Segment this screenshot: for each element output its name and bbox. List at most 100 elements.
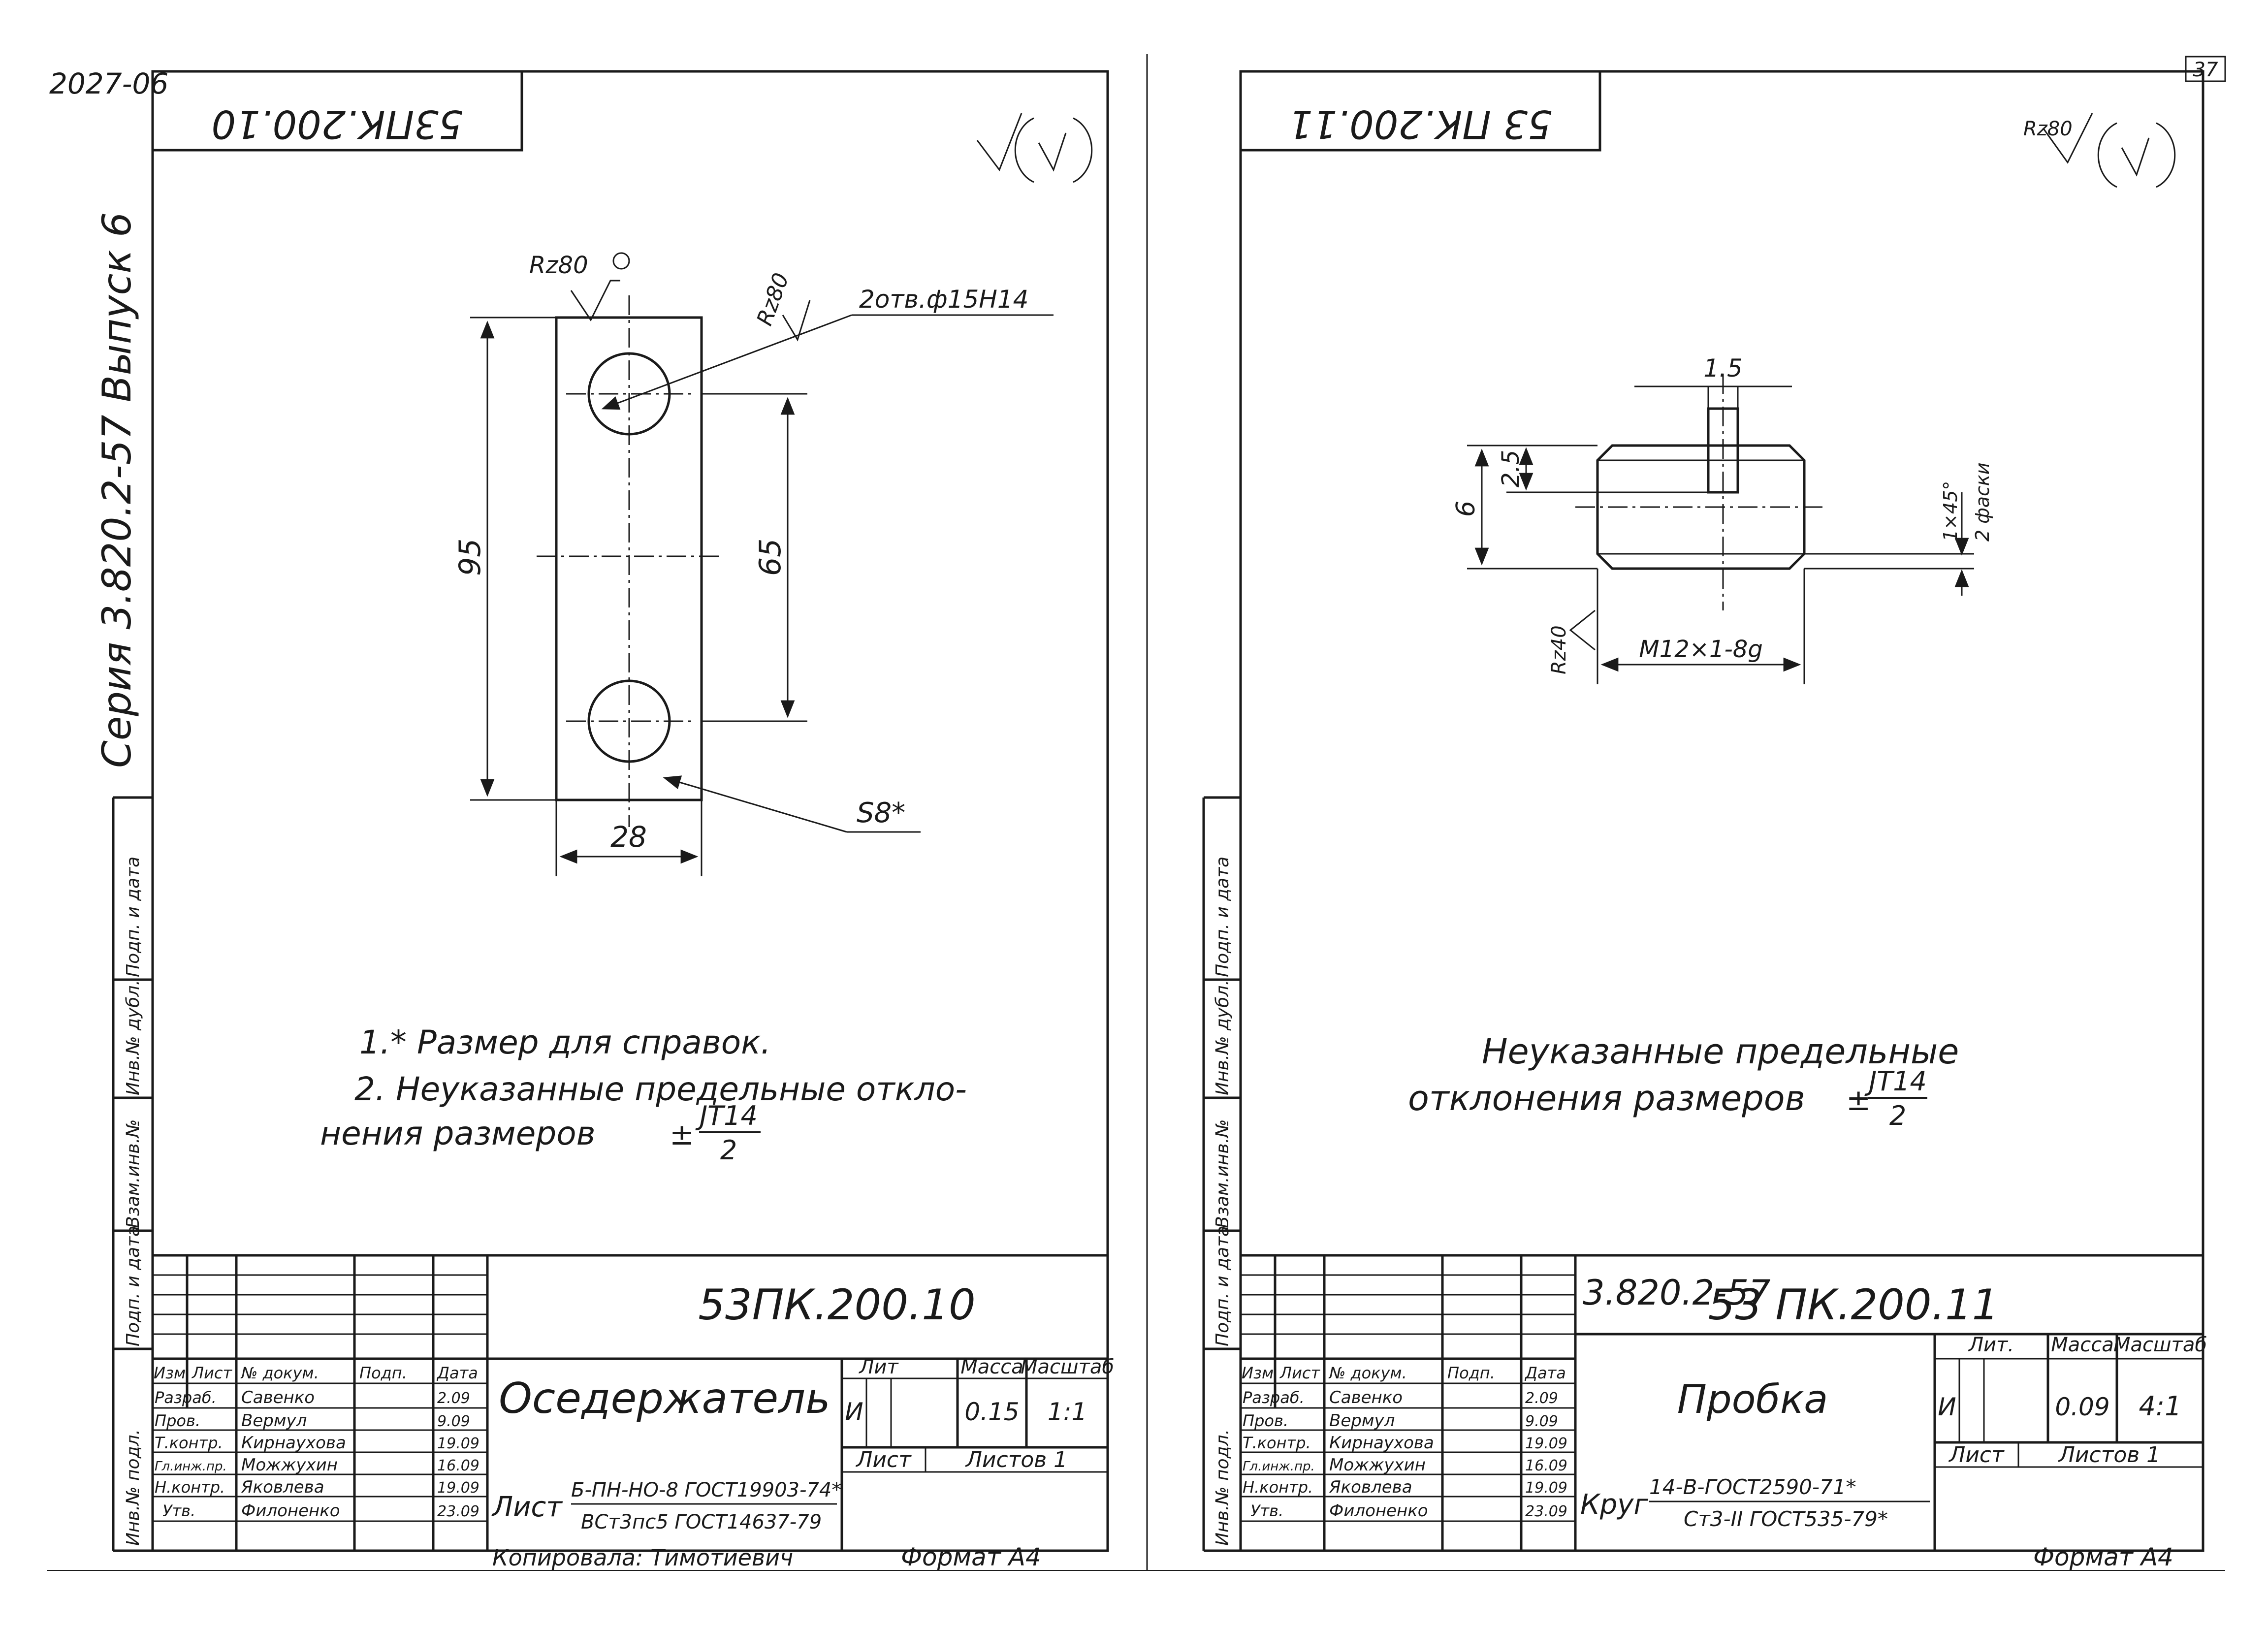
right-series: 3.820.2-57 xyxy=(1583,1273,1771,1313)
note-2a: 2. Неуказанные предельные откло- xyxy=(354,1070,967,1108)
right-part-name: Пробка xyxy=(1677,1376,1828,1422)
note-2b: нения размеров xyxy=(320,1115,596,1152)
right-row-date: 2.09 xyxy=(1525,1390,1558,1407)
right-sheet xyxy=(1202,70,2204,1552)
right-hdr-doc: № докум. xyxy=(1328,1364,1407,1382)
left-material-bottom: ВСт3пс5 ГОСТ14637-79 xyxy=(581,1511,822,1533)
right-tol-den: 2 xyxy=(1889,1100,1906,1131)
left-row-name: Савенко xyxy=(241,1388,315,1407)
right-row-date: 23.09 xyxy=(1525,1503,1567,1520)
right-margin-field: Подп. и дата xyxy=(1213,1226,1233,1346)
note-1: 1.* Размер для справок. xyxy=(359,1023,771,1061)
right-row-role: Н.контр. xyxy=(1243,1478,1313,1497)
right-row-name: Можжухин xyxy=(1329,1455,1426,1475)
right-title-code: 53 ПК.200.11 xyxy=(1708,1280,1999,1330)
right-hdr-sheets: Листов 1 xyxy=(2058,1442,2160,1468)
thickness-label: S8* xyxy=(857,797,905,829)
left-hdr-sheet: Лист xyxy=(855,1447,912,1472)
left-margin-field: Инв.№ дубл. xyxy=(123,980,143,1095)
left-row-date: 9.09 xyxy=(437,1413,470,1430)
chamfer-label: 1×45° xyxy=(1940,481,1961,542)
right-row-role: Утв. xyxy=(1250,1501,1283,1520)
right-tol-num: JT14 xyxy=(1864,1066,1927,1097)
right-row-name: Филоненко xyxy=(1329,1501,1428,1521)
left-part-name: Оседержатель xyxy=(499,1374,831,1423)
left-row-date: 16.09 xyxy=(437,1457,479,1474)
right-mass: 0.09 xyxy=(2055,1393,2109,1421)
left-row-date: 23.09 xyxy=(437,1503,479,1520)
left-hdr-doc: № докум. xyxy=(240,1364,319,1382)
left-lit: И xyxy=(845,1398,863,1426)
left-row-role: Пров. xyxy=(155,1411,200,1430)
right-hdr-mass: Масса xyxy=(2051,1334,2114,1356)
right-material-top: 14-В-ГОСТ2590-71* xyxy=(1649,1475,1856,1499)
left-title-block xyxy=(153,1254,1108,1552)
right-text: 37 53 ПК.200.11 Rz80 Rz40 1.5 2.5 6 1×45… xyxy=(1213,59,2218,1571)
right-row-role: Т.контр. xyxy=(1243,1434,1311,1452)
plug-outline xyxy=(1596,444,1806,570)
right-top-stamp-box xyxy=(1239,70,1601,152)
right-hdr-izm: Изм xyxy=(1242,1364,1274,1382)
left-hdr-mass: Масса xyxy=(960,1356,1023,1378)
right-top-stamp-text: 53 ПК.200.11 xyxy=(1288,101,1552,146)
dim-2-5: 2.5 xyxy=(1497,450,1525,487)
left-side-label: Серия 3.820.2-57 Выпуск 6 xyxy=(94,212,140,768)
left-margin-field: Взам.инв.№ xyxy=(123,1119,143,1228)
right-row-date: 19.09 xyxy=(1525,1479,1567,1497)
left-material-top: Б-ПН-НО-8 ГОСТ19903-74* xyxy=(571,1479,841,1501)
archive-number: 2027-06 xyxy=(49,67,168,100)
right-note-a: Неуказанные предельные xyxy=(1482,1031,1959,1072)
left-tol-den: 2 xyxy=(720,1135,737,1166)
left-margin-field: Подп. и дата xyxy=(123,1226,143,1346)
left-row-role: Утв. xyxy=(162,1501,195,1520)
thread-label: М12×1-8g xyxy=(1639,636,1763,663)
left-row-name: Вермул xyxy=(241,1411,307,1431)
chamfer-count: 2 фаски xyxy=(1972,462,1993,542)
dim-95: 95 xyxy=(453,539,487,576)
right-row-date: 19.09 xyxy=(1525,1435,1567,1452)
left-row-role: Н.контр. xyxy=(155,1478,225,1497)
dim-1-5: 1.5 xyxy=(1703,354,1743,383)
right-row-name: Яковлева xyxy=(1329,1477,1412,1497)
right-frame xyxy=(1239,70,2204,1552)
left-margin-field: Инв.№ подл. xyxy=(123,1429,143,1546)
left-row-date: 19.09 xyxy=(437,1479,479,1497)
left-row-role: Гл.инж.пр. xyxy=(155,1459,227,1474)
right-row-name: Кирнаухова xyxy=(1329,1433,1434,1453)
right-hdr-sheet: Лист xyxy=(1948,1442,2005,1468)
right-material-bottom: Ст3-II ГОСТ535-79* xyxy=(1684,1507,1888,1531)
right-roughness-top: Rz80 xyxy=(2023,118,2073,140)
right-row-date: 16.09 xyxy=(1525,1457,1567,1474)
left-hdr-list: Лист xyxy=(192,1364,232,1382)
left-roughness-side: Rz80 xyxy=(752,270,794,329)
left-row-role: Разраб. xyxy=(155,1388,217,1407)
left-material-prefix: Лист xyxy=(491,1491,563,1523)
right-scale: 4:1 xyxy=(2139,1391,2182,1422)
left-row-date: 19.09 xyxy=(437,1435,479,1452)
left-row-name: Кирнаухова xyxy=(241,1433,346,1453)
left-row-name: Филоненко xyxy=(241,1501,340,1521)
hole-callout: 2отв.ф15Н14 xyxy=(859,285,1028,314)
right-row-date: 9.09 xyxy=(1525,1413,1558,1430)
left-margin-field: Подп. и дата xyxy=(123,857,143,977)
left-row-name: Можжухин xyxy=(241,1455,338,1475)
left-mass: 0.15 xyxy=(964,1398,1019,1426)
left-hdr-lit: Лит xyxy=(858,1356,899,1378)
right-row-name: Савенко xyxy=(1329,1388,1403,1407)
right-hdr-date: Дата xyxy=(1524,1364,1566,1382)
dim-65: 65 xyxy=(753,539,788,576)
left-scale: 1:1 xyxy=(1048,1398,1087,1426)
dim-28: 28 xyxy=(610,820,647,854)
right-row-role: Разраб. xyxy=(1243,1388,1305,1407)
left-row-date: 2.09 xyxy=(437,1390,470,1407)
right-tol-pm: ± xyxy=(1846,1083,1871,1117)
left-row-name: Яковлева xyxy=(241,1477,324,1497)
right-hdr-scale: Масштаб xyxy=(2113,1334,2207,1356)
right-row-role: Пров. xyxy=(1243,1411,1288,1430)
right-row-name: Вермул xyxy=(1329,1411,1395,1431)
sheet-number: 37 xyxy=(2193,59,2218,81)
right-title-block xyxy=(1241,1254,2203,1551)
right-material-prefix: Круг xyxy=(1580,1489,1648,1521)
right-hdr-sign: Подп. xyxy=(1447,1364,1495,1382)
